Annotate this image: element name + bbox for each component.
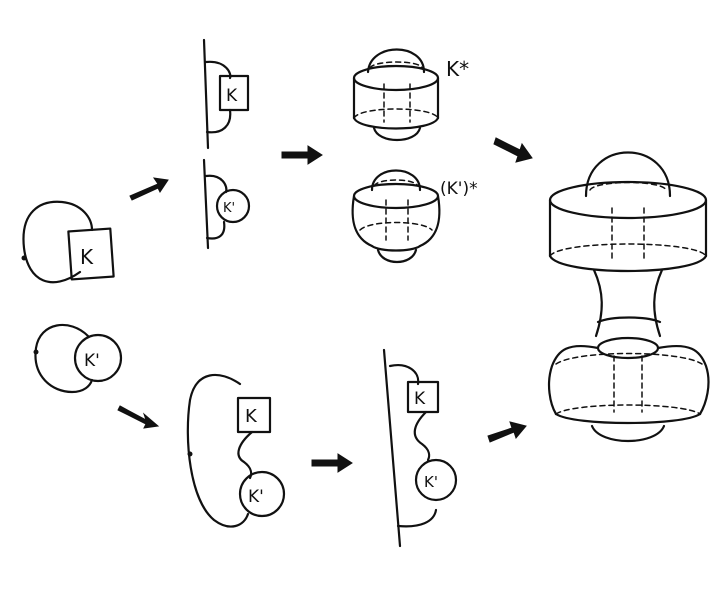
- knot-k-prime-blob: K': [33, 323, 123, 394]
- knot-k-prime-label: K': [84, 351, 100, 371]
- knot-k-blob: K: [21, 200, 115, 284]
- arrow-bottom-right: [487, 421, 527, 443]
- boundary-k-prime: K': [202, 158, 251, 250]
- combined-boundary-k-label: K: [414, 389, 426, 409]
- boundary-k: K: [202, 38, 250, 150]
- combined-blob: K K': [186, 373, 286, 528]
- arrow-bottom-middle: [311, 453, 353, 473]
- combined-k-prime-label: K': [248, 487, 264, 507]
- boundary-k-prime-label: K': [223, 201, 235, 216]
- connected-sum-solid: [547, 151, 710, 443]
- knot-k-label: K: [80, 245, 94, 269]
- arrow-lower-left: [117, 405, 160, 429]
- boundary-k-label: K: [226, 86, 238, 106]
- combined-boundary-k-prime-label: K': [424, 473, 438, 491]
- combined-boundary: K K': [382, 348, 458, 548]
- k-star-label: K*: [446, 57, 469, 81]
- k-prime-star-solid: (K')*: [351, 169, 478, 264]
- arrow-top-right: [493, 137, 533, 163]
- arrow-upper-left: [129, 177, 169, 201]
- arrow-top-middle: [281, 145, 323, 165]
- k-prime-star-label: (K')*: [440, 179, 478, 199]
- combined-k-label: K: [245, 406, 258, 427]
- k-star-solid: K*: [352, 48, 469, 141]
